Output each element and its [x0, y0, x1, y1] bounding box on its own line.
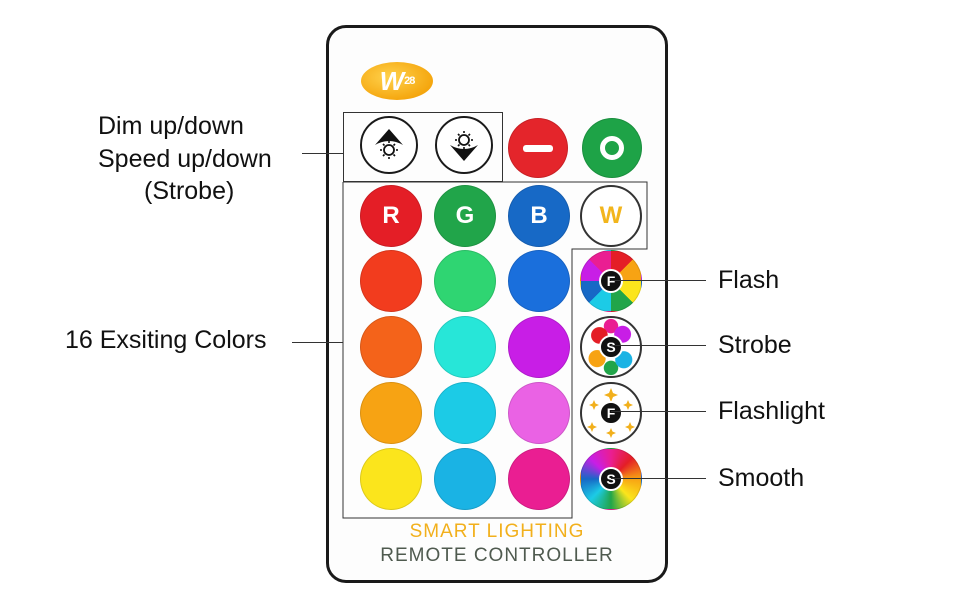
leader-dim [302, 153, 343, 154]
smooth-button[interactable]: S [580, 448, 642, 510]
flash-letter: F [606, 273, 616, 289]
color-swatch-6[interactable] [508, 316, 570, 378]
white-button[interactable]: W [580, 185, 642, 247]
white-button-label: W [599, 202, 623, 229]
logo-superscript: 28 [404, 75, 415, 87]
label-smooth: Smooth [718, 464, 805, 492]
label-flash: Flash [718, 266, 780, 294]
color-swatch-5[interactable] [434, 316, 496, 378]
flashlight-letter: F [606, 405, 616, 421]
color-swatch-10[interactable] [360, 448, 422, 510]
label-strobe-paren: (Strobe) [144, 177, 235, 205]
label-colors: 16 Exsiting Colors [65, 326, 267, 354]
flashlight-button[interactable]: F [580, 382, 642, 444]
leader-colors [292, 342, 343, 343]
color-swatch-8[interactable] [434, 382, 496, 444]
strobe-icon: S [599, 335, 623, 359]
footer-line2: REMOTE CONTROLLER [380, 545, 614, 566]
color-swatch-9[interactable] [508, 382, 570, 444]
leader-flashlight [611, 411, 706, 412]
label-speed: Speed up/down [98, 145, 272, 173]
color-swatch-3[interactable] [508, 250, 570, 312]
color-swatch-11[interactable] [434, 448, 496, 510]
color-swatch-7[interactable] [360, 382, 422, 444]
green-button-label: G [455, 202, 475, 229]
color-swatch-12[interactable] [508, 448, 570, 510]
circle-icon [600, 136, 624, 160]
green-button[interactable]: G [434, 185, 496, 247]
dim-up-icon [375, 129, 403, 159]
label-flashlight: Flashlight [718, 397, 825, 425]
dim-down-icon [450, 131, 478, 161]
leader-strobe [611, 345, 706, 346]
blue-button[interactable]: B [508, 185, 570, 247]
dim-down-button[interactable] [435, 116, 493, 174]
minus-icon [523, 144, 553, 152]
logo-text: W [379, 65, 405, 96]
smooth-icon: S [599, 467, 623, 491]
red-button-label: R [382, 202, 400, 229]
flash-icon: F [599, 269, 623, 293]
blue-button-label: B [530, 202, 548, 229]
label-dim: Dim up/down [98, 112, 244, 140]
color-swatch-4[interactable] [360, 316, 422, 378]
flash-button[interactable]: F [580, 250, 642, 312]
dim-up-button[interactable] [360, 116, 418, 174]
leader-smooth [611, 478, 706, 479]
strobe-letter: S [606, 339, 616, 355]
color-swatch-1[interactable] [360, 250, 422, 312]
off-button[interactable] [508, 118, 568, 178]
flashlight-icon: F [599, 401, 623, 425]
strobe-button[interactable]: S [580, 316, 642, 378]
leader-flash [611, 280, 706, 281]
label-strobe: Strobe [718, 331, 792, 359]
on-button[interactable] [582, 118, 642, 178]
footer-line1: SMART LIGHTING [409, 521, 585, 542]
red-button[interactable]: R [360, 185, 422, 247]
smooth-letter: S [606, 471, 616, 487]
sparkle-icon [587, 388, 635, 438]
color-swatch-2[interactable] [434, 250, 496, 312]
